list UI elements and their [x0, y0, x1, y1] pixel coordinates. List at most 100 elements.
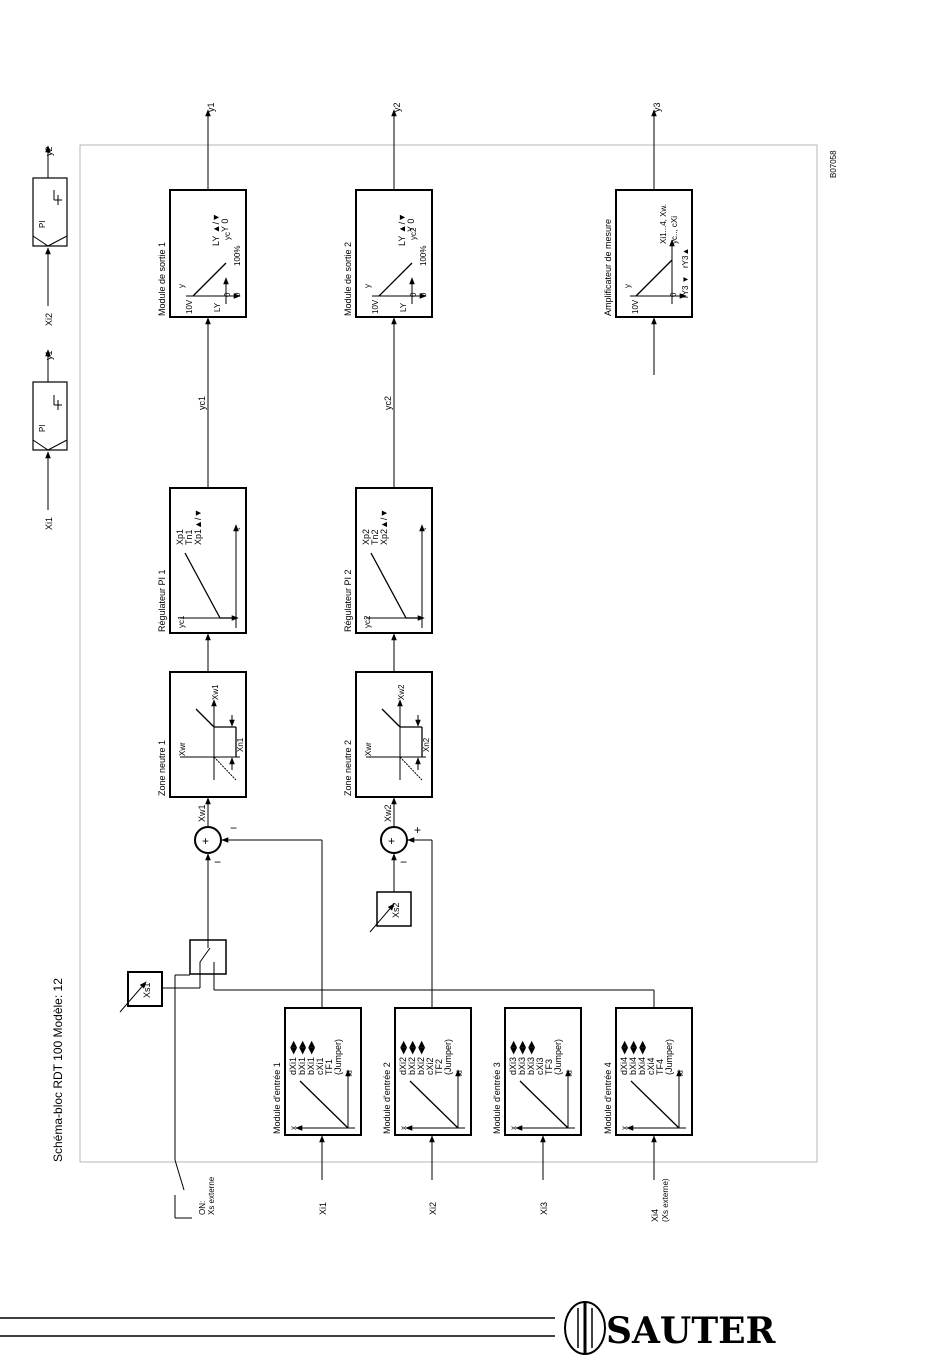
output-module-2-y: y: [363, 284, 372, 288]
pi-controller-2-param-a: Xp2: [361, 529, 371, 545]
input-module-1-param-c: bXi1 ◀▶: [306, 1041, 316, 1075]
signal-yc1: yc1: [197, 317, 211, 488]
output-module-2-zero-a: 0: [409, 292, 418, 297]
input-module-2: Module d'entrée 2 dXi2 ◀▶ bXi2 ◀▶ bXi2 ◀…: [382, 1007, 472, 1136]
switch-label-xs: Xs externe: [207, 1176, 216, 1215]
pi-controller-2-y: yc2: [363, 615, 372, 628]
input-module-2-param-d: cXi2: [425, 1057, 435, 1075]
signal-yc2: yc2: [383, 317, 397, 488]
input-module-4-param-a: dXi4 ◀▶: [619, 1041, 629, 1075]
output-module-1-zero-b: 0: [233, 292, 242, 297]
output-y1-label: y1: [206, 102, 216, 112]
input-4-label: Xi4: [650, 1209, 660, 1222]
neutral-zone-1-title: Zone neutre 1: [157, 740, 167, 796]
summer-1-sign-b: −: [214, 855, 221, 869]
input-module-4-param-b: bXi4 ◀▶: [628, 1041, 638, 1075]
input-4-label-2: (Xs externe): [661, 1178, 670, 1222]
output-y3: y3: [651, 102, 662, 190]
amplifier-10v: 10V: [631, 299, 640, 314]
neutral-zone-1: Zone neutre 1 Xwr Xw1 Xn1: [157, 671, 247, 798]
input-module-4-x: x: [620, 1126, 629, 1130]
pi-controller-1-t: t: [233, 527, 242, 530]
switch-label-on: ON:: [198, 1201, 207, 1215]
output-module-2-title: Module de sortie 2: [343, 242, 353, 316]
summer-2-sign-a: +: [414, 823, 421, 837]
measurement-amplifier: Amplificateur de mesure y 10V 0 rY3 ▼ rY…: [603, 189, 693, 318]
output-module-1-title: Module de sortie 1: [157, 242, 167, 316]
pi-symbol-1-label: PI: [38, 424, 47, 432]
neutral-zone-2-xw: Xw2: [397, 684, 406, 700]
summer-1-out: Xw1: [197, 804, 207, 822]
input-module-4-param-d: cXi4: [646, 1057, 656, 1075]
input-module-4-param-f: (Jumper): [664, 1039, 674, 1075]
footer: SAUTER: [0, 1301, 777, 1355]
pi-controller-2-param-c: Xp2▲/▼: [379, 509, 389, 545]
input-module-2-param-c: bXi2 ◀▶: [416, 1041, 426, 1075]
input-module-3-param-d: cXi3: [535, 1057, 545, 1075]
output-module-1-zero-a: 0: [223, 292, 232, 297]
output-module-1-yc: yc: [223, 232, 232, 240]
input-module-3: Module d'entrée 3 dXi3 ◀▶ bXi3 ◀▶ bXi3 ◀…: [492, 1007, 582, 1136]
input-module-1: Module d'entrée 1 dXi1 ◀▶ bXi1 ◀▶ bXi1 ◀…: [272, 1007, 362, 1136]
sauter-logo-icon: [564, 1301, 606, 1355]
output-y2: y2: [391, 102, 402, 190]
pi-symbol-2: Xi2 PI y2: [32, 145, 68, 326]
summer-2-out: Xw2: [383, 804, 393, 822]
input-module-3-xi: xi: [565, 1070, 574, 1076]
brand-logo-text: SAUTER: [606, 1310, 777, 1352]
output-module-2-param-a: LY ▲/▼: [397, 213, 407, 246]
neutral-zone-2-xwr: Xwr: [364, 742, 373, 756]
neutral-zone-1-xn: Xn1: [236, 737, 245, 752]
input-module-1-x: x: [289, 1126, 298, 1130]
input-module-1-title: Module d'entrée 1: [272, 1062, 282, 1134]
pi-controller-1-title: Régulateur PI 1: [157, 569, 167, 632]
output-module-2-ly: LY: [399, 302, 408, 312]
input-module-3-param-b: bXi3 ◀▶: [517, 1041, 527, 1075]
input-module-4: Module d'entrée 4 dXi4 ◀▶ bXi4 ◀▶ bXi4 ◀…: [603, 1007, 693, 1136]
input-module-2-title: Module d'entrée 2: [382, 1062, 392, 1134]
pi-symbol-1: Xi1 PI y1: [32, 349, 68, 530]
setpoint-xs1: Xs1: [119, 971, 163, 1013]
output-y1: y1: [205, 102, 216, 190]
pi-controller-1: Régulateur PI 1 Xp1 Tn1 Xp1▲/▼ yc1 t: [157, 487, 247, 634]
amplifier-y: y: [623, 284, 632, 288]
pi-controller-1-y: yc1: [177, 615, 186, 628]
input-module-3-param-f: (Jumper): [553, 1039, 563, 1075]
pi-controller-2-param-b: Tn2: [370, 529, 380, 545]
amplifier-ry3: rY3 ▼: [681, 275, 690, 298]
document-title: Schéma-bloc RDT 100 Modèle: 12: [51, 978, 65, 1162]
summer-2: + Xw2 + −: [380, 797, 433, 1008]
input-module-1-param-a: dXi1 ◀▶: [288, 1041, 298, 1075]
output-module-1-ly: LY: [213, 302, 222, 312]
input-module-3-param-c: bXi3 ◀▶: [526, 1041, 536, 1075]
input-module-3-param-e: TF3: [544, 1059, 554, 1075]
pi-symbol-1-output: y1: [44, 350, 54, 360]
amplifier-ry3b: rY3▲: [681, 248, 690, 268]
input-module-4-xi: xi: [676, 1070, 685, 1076]
input-module-2-param-b: bXi2 ◀▶: [407, 1041, 417, 1075]
input-module-3-param-a: dXi3 ◀▶: [508, 1041, 518, 1075]
pi-controller-1-param-a: Xp1: [175, 529, 185, 545]
summer-1-symbol: +: [202, 834, 209, 848]
neutral-zone-1-xw: Xw1: [211, 684, 220, 700]
neutral-zone-2: Zone neutre 2 Xwr Xw2 Xn2: [343, 671, 433, 798]
input-module-2-xi: xi: [455, 1070, 464, 1076]
input-module-3-x: x: [509, 1126, 518, 1130]
amplifier-title: Amplificateur de mesure: [603, 219, 613, 316]
output-module-2: Module de sortie 2 LY ▲/▼ Y 0 y 10V LY 0…: [343, 189, 433, 318]
pi-symbol-1-input: Xi1: [44, 517, 54, 530]
input-module-4-param-c: bXi4 ◀▶: [637, 1041, 647, 1075]
input-module-1-param-f: (Jumper): [333, 1039, 343, 1075]
setpoint-xs1-label: Xs1: [142, 982, 152, 998]
summer-2-sign-b: −: [400, 855, 407, 869]
output-module-1-y: y: [177, 284, 186, 288]
output-module-2-10v: 10V: [371, 299, 380, 314]
pi-controller-2-title: Régulateur PI 2: [343, 569, 353, 632]
output-module-2-yc2: yc2: [409, 227, 418, 240]
pi-symbol-2-output: y2: [44, 146, 54, 156]
input-module-1-param-b: bXi1 ◀▶: [297, 1041, 307, 1075]
input-3-label: Xi3: [539, 1202, 549, 1215]
input-module-1-param-d: cXi1: [315, 1057, 325, 1075]
diagram-frame: [79, 144, 818, 1163]
